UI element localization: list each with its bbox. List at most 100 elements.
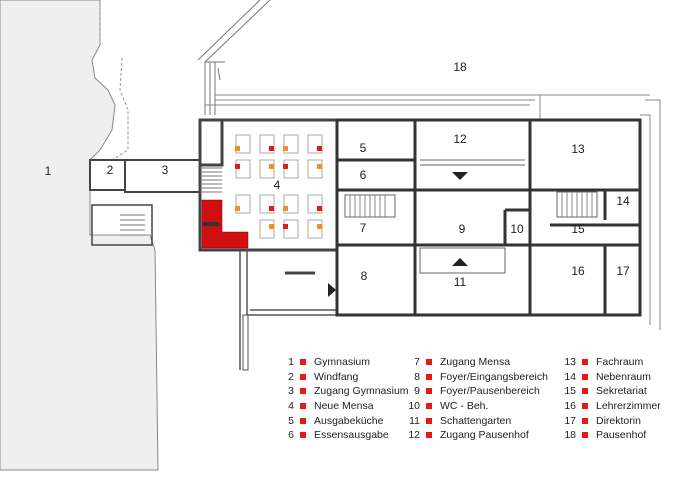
seat-marker	[317, 224, 322, 229]
kitchen-counter	[201, 199, 249, 249]
seat-marker	[317, 164, 322, 169]
legend-label: WC - Beh.	[440, 400, 489, 413]
legend-item: 7 Zugang Mensa	[404, 355, 548, 370]
legend-label: Direktorin	[596, 414, 641, 427]
legend-number: 8	[414, 370, 420, 383]
seat-marker	[269, 206, 274, 211]
legend-marker	[300, 359, 306, 366]
legend-number: 13	[564, 356, 576, 369]
legend-item: 15 Sekretariat	[560, 384, 661, 399]
stairwell	[91, 204, 153, 246]
mensa-vestibule	[198, 118, 224, 167]
room-label-6: 6	[360, 168, 367, 182]
main-building	[335, 118, 642, 317]
legend-marker	[426, 403, 432, 410]
legend-number: 5	[288, 414, 294, 427]
legend-marker	[300, 373, 306, 380]
courtyard-edge	[205, 94, 541, 120]
gymnasium-outline	[99, 5, 129, 161]
room-label-12: 12	[453, 132, 467, 146]
legend-label: Essensausgabe	[314, 429, 389, 442]
lower-corridor	[242, 314, 249, 371]
room-label-7: 7	[360, 221, 367, 235]
seat-marker	[235, 146, 240, 151]
seat-marker	[283, 146, 288, 151]
legend-item: 12 Zugang Pausenhof	[404, 428, 548, 443]
legend-label: Ausgabeküche	[314, 414, 384, 427]
legend-marker	[300, 388, 306, 395]
legend-item: 16 Lehrerzimmer	[560, 399, 661, 414]
legend-number: 18	[564, 429, 576, 442]
arrow-down-icon	[452, 172, 468, 180]
stair-treads	[120, 214, 145, 236]
seat-marker	[235, 164, 240, 169]
legend-label: Zugang Mensa	[440, 356, 511, 369]
room-label-1: 1	[45, 164, 52, 178]
room-label-4: 4	[274, 178, 281, 192]
legend-label: Gymnasium	[314, 356, 371, 369]
room-label-16: 16	[571, 264, 585, 278]
legend-label: Schattengarten	[440, 414, 512, 427]
room-label-5: 5	[360, 141, 367, 155]
seat-marker	[269, 164, 274, 169]
courtyard-steps	[204, 61, 225, 115]
legend-label: Foyer/Eingangsbereich	[440, 370, 548, 383]
room-label-10: 10	[510, 222, 524, 236]
legend-item: 5 Ausgabeküche	[278, 413, 409, 428]
legend-item: 17 Direktorin	[560, 413, 661, 428]
legend-marker	[426, 359, 432, 366]
room-label-13: 13	[571, 142, 585, 156]
legend-item: 13 Fachraum	[560, 355, 661, 370]
legend-label: Zugang Gymnasium	[314, 385, 409, 398]
legend-marker	[582, 373, 588, 380]
legend-item: 10 WC - Beh.	[404, 399, 548, 414]
legend-label: Fachraum	[596, 356, 644, 369]
legend-number: 10	[408, 400, 420, 413]
legend-label: Nebenraum	[596, 370, 651, 383]
legend-label: Foyer/Pausenbereich	[440, 385, 540, 398]
gymnasium-area	[0, 0, 159, 471]
legend-label: Lehrerzimmer	[596, 400, 661, 413]
legend-number: 12	[408, 429, 420, 442]
seat-marker	[283, 206, 288, 211]
seat-marker	[283, 164, 288, 169]
legend-label: Neue Mensa	[314, 400, 374, 413]
legend-number: 15	[564, 385, 576, 398]
legend-label: Zugang Pausenhof	[440, 429, 529, 442]
legend-item: 18 Pausenhof	[560, 428, 661, 443]
legend-label: Sekretariat	[596, 385, 647, 398]
legend-number: 1	[288, 356, 294, 369]
legend-marker	[582, 432, 588, 439]
seat-marker	[235, 206, 240, 211]
legend-marker	[426, 417, 432, 424]
seat-marker	[317, 146, 322, 151]
legend-marker	[300, 403, 306, 410]
seat-marker	[283, 224, 288, 229]
staircase-right-treads	[561, 192, 593, 217]
mensa-stairs	[200, 167, 222, 193]
legend-marker	[582, 403, 588, 410]
legend-marker	[426, 432, 432, 439]
seat-marker	[317, 206, 322, 211]
pausenhof-access-lines	[420, 159, 525, 166]
room-label-14: 14	[616, 194, 630, 208]
legend-number: 11	[409, 414, 420, 427]
legend-label: Windfang	[314, 370, 359, 383]
legend-label: Pausenhof	[596, 429, 647, 442]
legend-number: 2	[288, 370, 294, 383]
interior-walls	[337, 120, 640, 315]
room-label-11: 11	[454, 275, 467, 289]
legend-number: 7	[414, 356, 420, 369]
counter-fixture	[203, 222, 219, 226]
room-label-17: 17	[616, 264, 630, 278]
room-label-8: 8	[361, 269, 368, 283]
legend-number: 16	[564, 400, 576, 413]
legend-number: 17	[564, 414, 576, 427]
